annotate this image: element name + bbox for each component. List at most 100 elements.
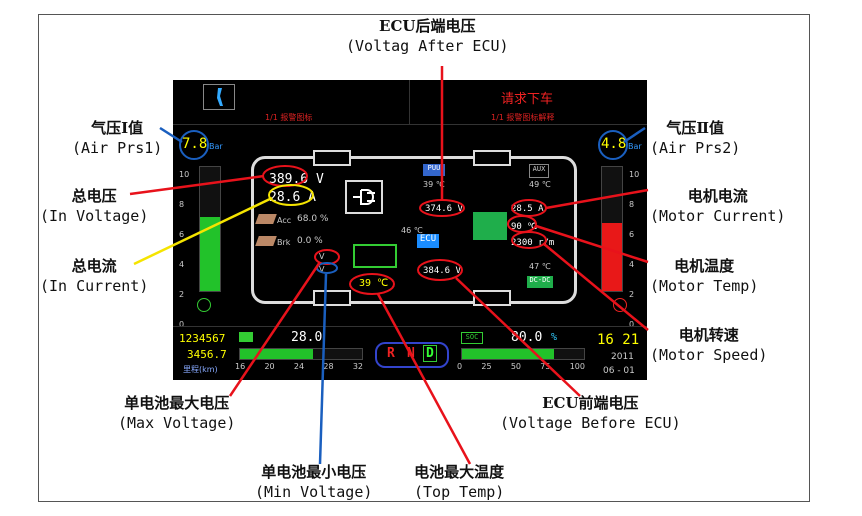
air2-tick-label: 0 [629, 320, 635, 329]
bus-outline [251, 156, 577, 304]
air1-unit: Bar [209, 142, 223, 151]
in-voltage-value: 389.6 V [269, 172, 324, 187]
soc-unit: % [551, 332, 558, 343]
request-stop-text: 请求下车 [501, 92, 554, 107]
clock-time: 16 21 [597, 332, 640, 348]
acc-value: 68.0 % [297, 214, 329, 224]
acc-label: Acc [277, 216, 292, 225]
figure-frame [38, 14, 810, 502]
air1-tick-label: 10 [179, 170, 190, 179]
air1-tick-label: 0 [179, 320, 185, 329]
callout-line-motor-current [545, 188, 649, 210]
callout-ellipse-motor-current [511, 199, 547, 217]
air2-tick-label: 8 [629, 200, 635, 209]
soc-tick-label: 25 [481, 362, 492, 371]
callout-ellipse-ecu-before [417, 259, 463, 281]
label-in-voltage: 总电压(In Voltage) [40, 187, 149, 225]
aux-temp-value: 49 ℃ [529, 180, 551, 189]
battery-tick-label: 16 [235, 362, 246, 371]
callout-line-air1 [159, 126, 183, 144]
dashboard-screen: 请求下车 1/1 报警图标 1/1 报警图标解释 7.8 Bar 4.8 Bar… [173, 80, 647, 380]
dcdc-temp-value: 47 ℃ [529, 262, 551, 271]
wheel-rear-left [473, 150, 511, 166]
air1-tick-label: 6 [179, 230, 185, 239]
callout-line-max-voltage [228, 261, 322, 397]
label-air2: 气压Ⅱ值(Air Prs2) [650, 119, 741, 157]
wheel-front-right [313, 290, 351, 306]
in-current-value: 28.6 A [269, 190, 316, 205]
callout-line-min-voltage [318, 273, 328, 465]
soc-bar-fill [462, 349, 554, 359]
brk-label: Brk [277, 238, 291, 247]
air1-ticks: 10 8 6 4 2 0 [179, 160, 189, 340]
battery-voltage-value: 28.0 [291, 330, 323, 345]
air2-value: 4.8 [601, 136, 627, 152]
soc-tick-label: 100 [569, 362, 585, 371]
bottom-divider [173, 326, 647, 327]
label-motor-current: 电机电流(Motor Current) [650, 187, 786, 225]
charging-plug-icon [345, 180, 383, 214]
label-ecu-after: ECU后端电压(Voltag After ECU) [346, 17, 509, 55]
driver-icon [203, 84, 235, 110]
label-max-voltage: 单电池最大电压(Max Voltage) [118, 394, 236, 432]
air1-tick-label: 4 [179, 260, 185, 269]
battery-tick-label: 32 [352, 362, 363, 371]
ecu-badge: ECU [417, 234, 439, 248]
battery-pack-icon [353, 244, 397, 268]
callout-line-top-temp [376, 293, 472, 465]
brk-value: 0.0 % [297, 236, 323, 246]
puu-temp-value: 39 ℃ [423, 180, 445, 189]
clock-year: 2011 [611, 352, 634, 362]
aux-badge: AUX [529, 164, 549, 178]
soc-tick-label: 75 [540, 362, 551, 371]
air2-ticks: 10 8 6 4 2 0 [629, 160, 639, 340]
air1-gauge-fill [200, 216, 220, 291]
callout-line-motor-temp [535, 224, 649, 264]
callout-ellipse-top-temp [349, 273, 395, 295]
top-bar [173, 80, 647, 125]
divider [409, 80, 410, 124]
air2-tick-label: 6 [629, 230, 635, 239]
odometer-unit: 里程(km) [183, 365, 218, 374]
alarm-right: 1/1 报警图标解释 [491, 113, 555, 122]
soc-label: SOC [461, 332, 483, 344]
callout-line-ecu-before [455, 277, 581, 397]
odometer-value: 1234567 [179, 332, 226, 345]
label-in-current: 总电流(In Current) [40, 257, 149, 295]
label-min-voltage: 单电池最小电压(Min Voltage) [255, 463, 373, 501]
label-motor-temp: 电机温度(Motor Temp) [650, 257, 759, 295]
soc-value: 80.0 [511, 330, 543, 345]
air2-tick-label: 10 [629, 170, 640, 179]
motor-current-value: 28.5 A [511, 204, 544, 214]
callout-ellipse-motor-speed [511, 231, 547, 249]
label-ecu-before: ECU前端电压(Voltage Before ECU) [500, 394, 681, 432]
fault-warning-icon [613, 298, 627, 312]
callout-ellipse-ecu-after [419, 199, 465, 217]
air1-tick-label: 2 [179, 290, 185, 299]
motor-speed-value: 2300 r/m [511, 238, 555, 248]
puu-badge: PUU [423, 164, 445, 176]
ecu-before-value: 384.6 V [423, 266, 461, 276]
top-temp-value: 39 ℃ [359, 278, 389, 289]
trip-value: 3456.7 [187, 348, 227, 361]
clock-date: 06 - 01 [603, 366, 635, 376]
battery-tick-label: 24 [293, 362, 305, 371]
ecu-after-value: 374.6 V [425, 204, 463, 214]
air2-tick-label: 4 [629, 260, 635, 269]
air2-tick-label: 2 [629, 290, 635, 299]
battery-bar-fill [240, 349, 314, 359]
battery-bar [239, 348, 363, 360]
callout-line-air2 [623, 126, 646, 144]
soc-tick-label: 50 [510, 362, 521, 371]
callout-line-in-current [133, 196, 273, 266]
battery-icon [239, 332, 253, 342]
battery-tick-label: 28 [323, 362, 334, 371]
air1-tick-label: 8 [179, 200, 185, 209]
motor-temp-value: 90 ℃ [511, 222, 538, 232]
alarm-left: 1/1 报警图标 [265, 113, 313, 122]
callout-line-in-voltage [129, 174, 265, 196]
label-top-temp: 电池最大温度(Top Temp) [414, 463, 505, 501]
callout-ellipse-air1 [179, 130, 209, 160]
